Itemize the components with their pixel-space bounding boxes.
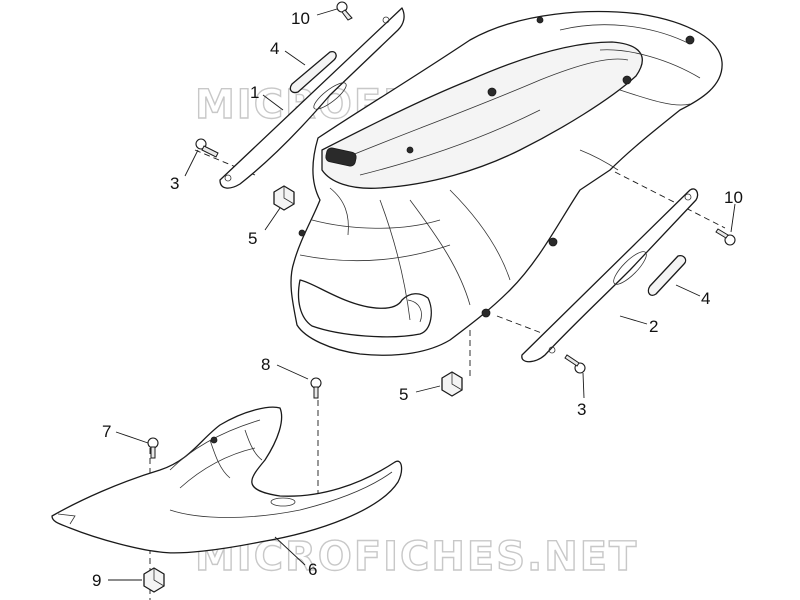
part-4-reflector-right (647, 254, 687, 296)
part-10-screw-top (336, 1, 353, 21)
part-3-screw-left (195, 138, 219, 158)
part-5-clip-nut-left (273, 185, 295, 211)
callout-5-lower: 5 (399, 385, 408, 404)
part-5-clip-nut-lower (441, 371, 463, 397)
part-7-screw (147, 437, 159, 459)
part-6-underbody-cover (51, 406, 403, 554)
part-1-left-side-panel (219, 7, 405, 189)
callout-10-right: 10 (724, 188, 743, 207)
rear-body-cover (290, 10, 723, 356)
callout-3-left: 3 (170, 174, 179, 193)
callout-6: 6 (308, 560, 317, 579)
callout-9: 9 (92, 571, 101, 590)
part-9-clip-nut (143, 567, 165, 593)
callout-7: 7 (102, 422, 111, 441)
callout-1: 1 (250, 83, 259, 102)
callout-2: 2 (649, 317, 658, 336)
callout-labels: 10 4 1 3 5 10 4 2 5 3 8 7 6 9 (92, 9, 743, 590)
part-2-right-side-panel (521, 188, 699, 363)
callout-4-upper: 4 (270, 39, 279, 58)
callout-4-right: 4 (701, 289, 710, 308)
callout-8: 8 (261, 355, 270, 374)
part-8-screw (310, 377, 322, 399)
callout-10-top: 10 (291, 9, 310, 28)
leader-lines (108, 8, 736, 581)
callout-3-right: 3 (577, 400, 586, 419)
part-3-screw-right (564, 354, 586, 374)
callout-5-left: 5 (248, 229, 257, 248)
part-4-reflector-left (289, 50, 337, 94)
part-10-screw-right (715, 228, 736, 246)
